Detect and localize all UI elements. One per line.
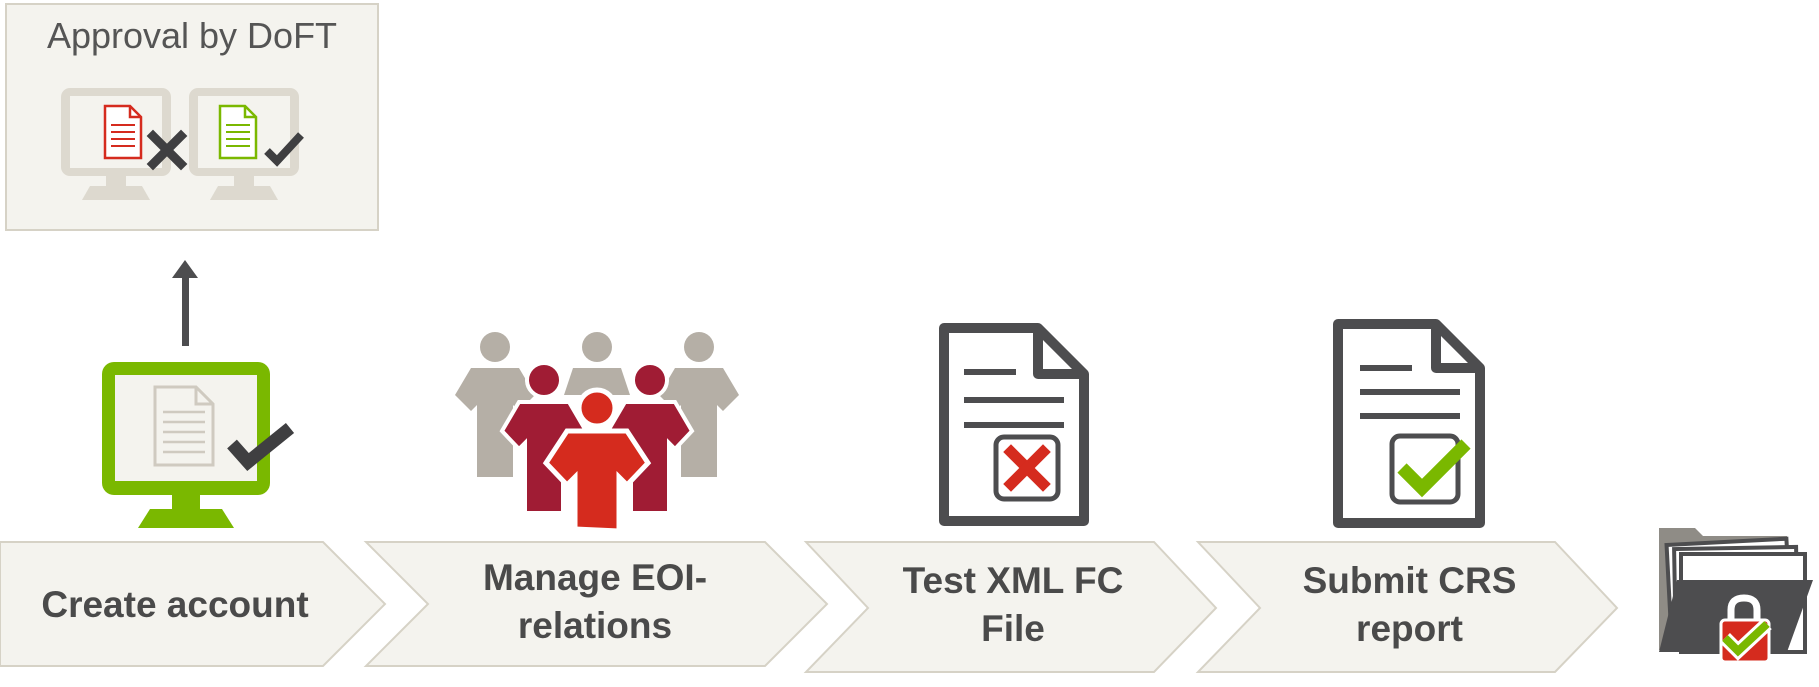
step-label-create-account: Create account: [20, 572, 330, 638]
step-label-test-xml: Test XML FC File: [868, 555, 1158, 655]
step-label-line: Create account: [41, 584, 309, 625]
step-label-line: relations: [517, 605, 673, 646]
step-label-line: report: [1356, 608, 1463, 649]
approval-monitors: [61, 88, 304, 200]
people-group-icon: [455, 332, 739, 534]
step-label-manage-eoi: Manage EOI- relations: [430, 552, 760, 652]
step-label-line: Test XML FC: [902, 560, 1124, 601]
step-label-line: Submit CRS: [1302, 560, 1517, 601]
process-chevrons: [0, 541, 1619, 673]
chevron-step-3: [803, 541, 1218, 673]
step-label-submit-crs: Submit CRS report: [1262, 555, 1557, 655]
monitor-document-check-icon: [102, 362, 295, 528]
up-arrow-icon: [172, 260, 198, 346]
secure-folder-check-icon: [1659, 528, 1813, 664]
step-label-line: File: [981, 608, 1045, 649]
document-check-icon: [1333, 319, 1485, 528]
document-approved-icon: [189, 88, 304, 200]
step-label-line: Manage EOI-: [482, 557, 708, 598]
chevron-step-1: [0, 541, 387, 667]
document-cross-icon: [939, 323, 1089, 526]
document-rejected-icon: [61, 88, 188, 200]
chevron-step-2: [363, 541, 829, 667]
chevron-step-4: [1195, 541, 1619, 673]
approval-box: Approval by DoFT: [5, 3, 379, 231]
approval-title: Approval by DoFT: [46, 15, 338, 56]
